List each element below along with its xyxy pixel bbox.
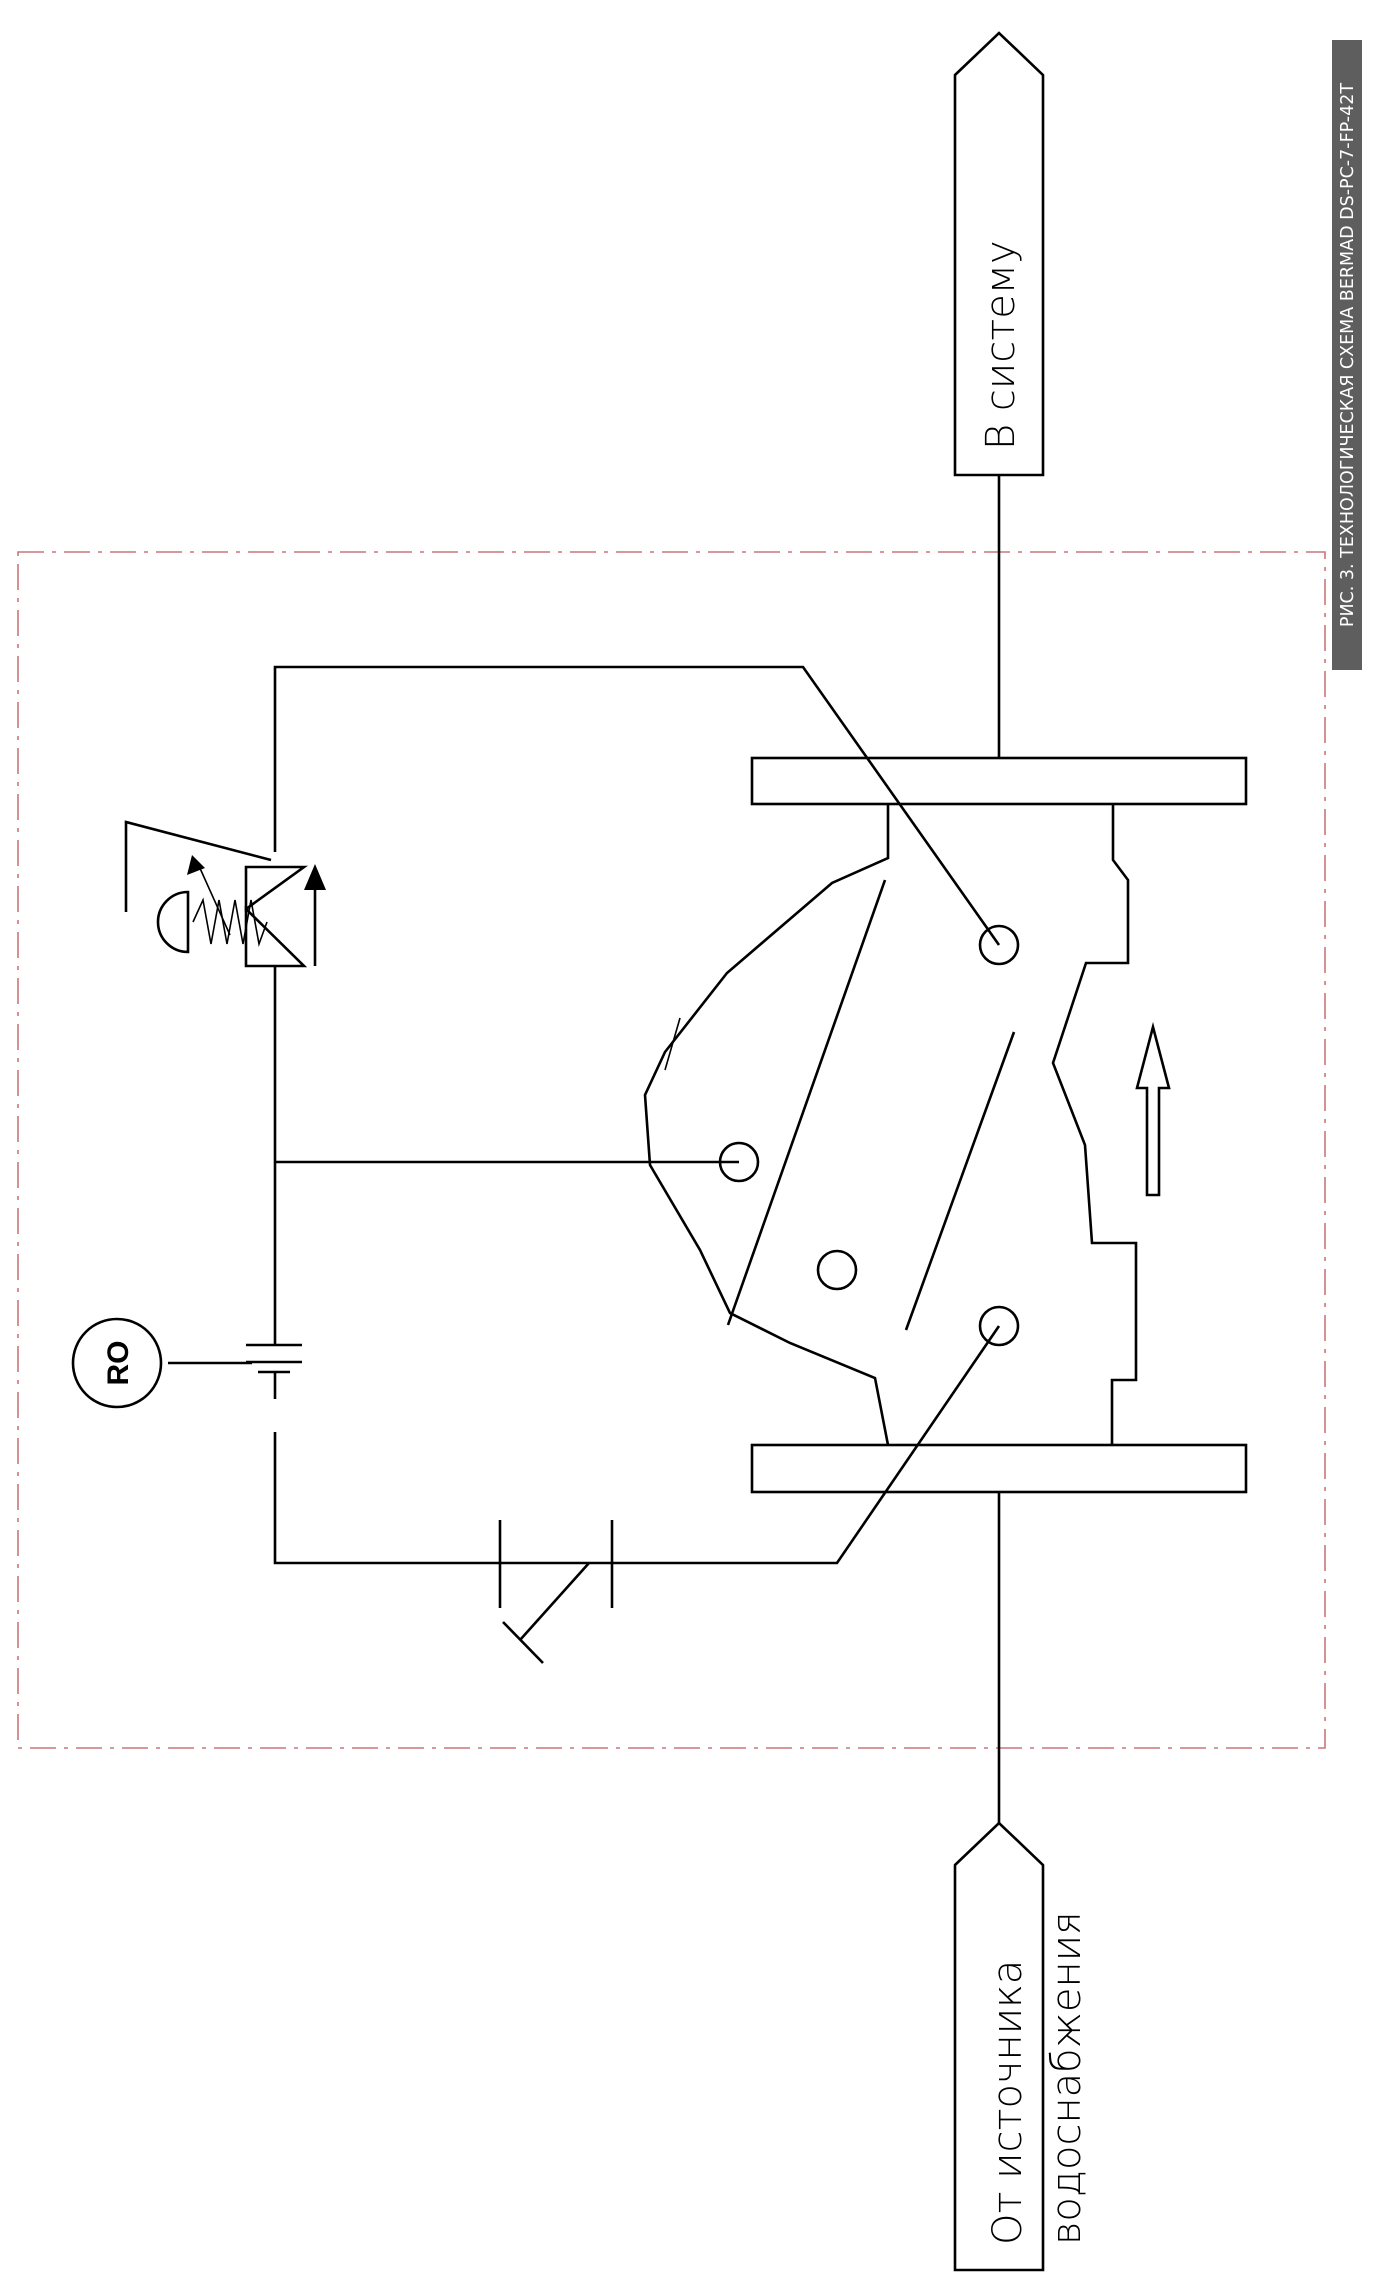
inlet-label-line2: водоснабжения bbox=[1044, 1911, 1090, 2245]
caption-strip: РИС. 3. ТЕХНОЛОГИЧЕСКАЯ СХЕМА BERMAD DS-… bbox=[1332, 40, 1362, 670]
main-valve-body bbox=[643, 805, 1171, 1446]
flow-direction-arrow bbox=[1135, 1021, 1171, 1197]
inlet-tag: От источника водоснабжения bbox=[953, 1821, 1090, 2272]
inlet-label-line1: От источника bbox=[985, 1960, 1031, 2245]
outlet-label: В систему bbox=[978, 240, 1024, 450]
valve-port-bottom bbox=[978, 1305, 1020, 1347]
restriction-orifice: RO bbox=[71, 1317, 302, 1409]
orifice-label: RO bbox=[102, 1341, 135, 1386]
outlet-tag: В систему bbox=[953, 31, 1045, 477]
caption-text: РИС. 3. ТЕХНОЛОГИЧЕСКАЯ СХЕМА BERMAD DS-… bbox=[1338, 83, 1358, 627]
assembly-boundary bbox=[17, 551, 1326, 1749]
ro-symbol bbox=[71, 1317, 163, 1409]
valve-port-lower bbox=[816, 1249, 858, 1291]
outlet-flange bbox=[750, 756, 1248, 806]
pilot-valve bbox=[124, 820, 326, 968]
valve-port-top bbox=[978, 924, 1020, 966]
manual-isolation-valve bbox=[498, 1520, 614, 1664]
inlet-flange bbox=[750, 1443, 1248, 1494]
control-loop bbox=[273, 665, 1001, 1565]
